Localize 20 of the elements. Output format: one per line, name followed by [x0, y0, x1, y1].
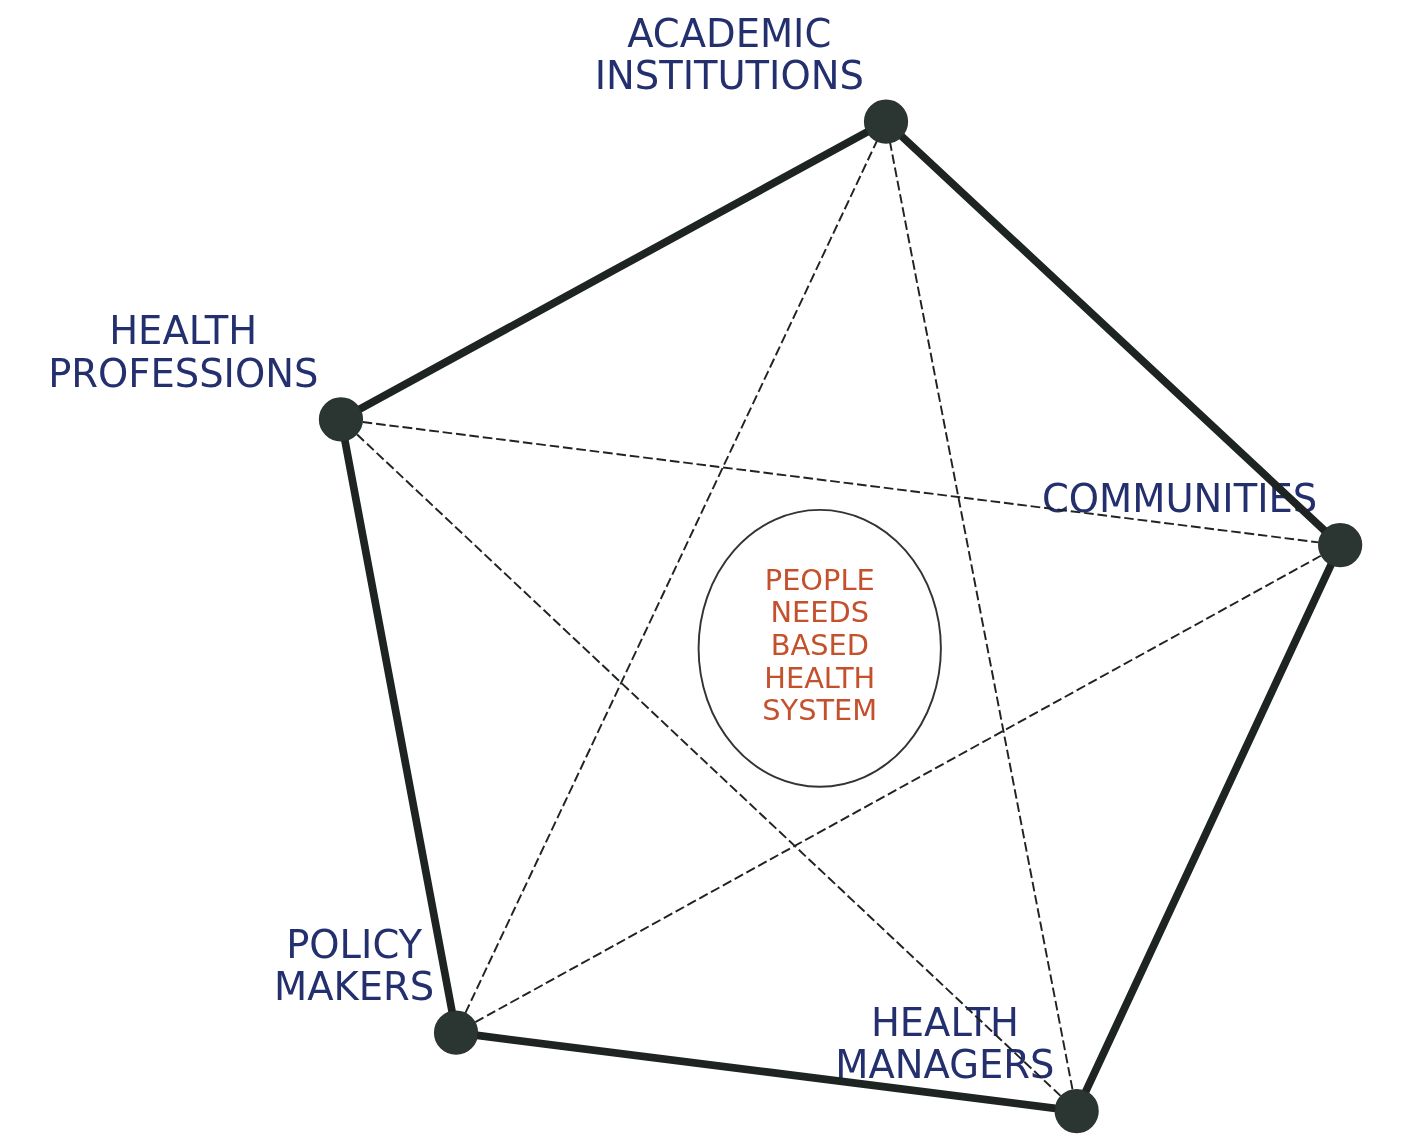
connector	[476, 1031, 1056, 1113]
connector	[341, 439, 456, 1013]
node-circle	[1318, 522, 1363, 568]
node-circle	[318, 397, 364, 442]
node-ellipse: PEOPLE NEEDS BASED HEALTH SYSTEM	[697, 508, 942, 788]
connector	[899, 133, 1328, 534]
connector	[1082, 562, 1335, 1094]
node-circle	[433, 1010, 479, 1055]
node-label: HEALTH MANAGERS	[835, 1000, 1055, 1088]
connector	[361, 421, 1320, 544]
node-label: POLICY MAKERS	[274, 921, 435, 1010]
connector	[464, 140, 878, 1014]
connector	[357, 128, 870, 413]
node-circle	[863, 99, 909, 144]
node-label: HEALTH PROFESSIONS	[48, 308, 319, 396]
connector	[889, 141, 1074, 1091]
connector	[474, 554, 1323, 1024]
node-label: ACADEMIC INSTITUTIONS	[594, 10, 864, 98]
connector	[355, 433, 1062, 1097]
node-circle	[1054, 1088, 1099, 1134]
